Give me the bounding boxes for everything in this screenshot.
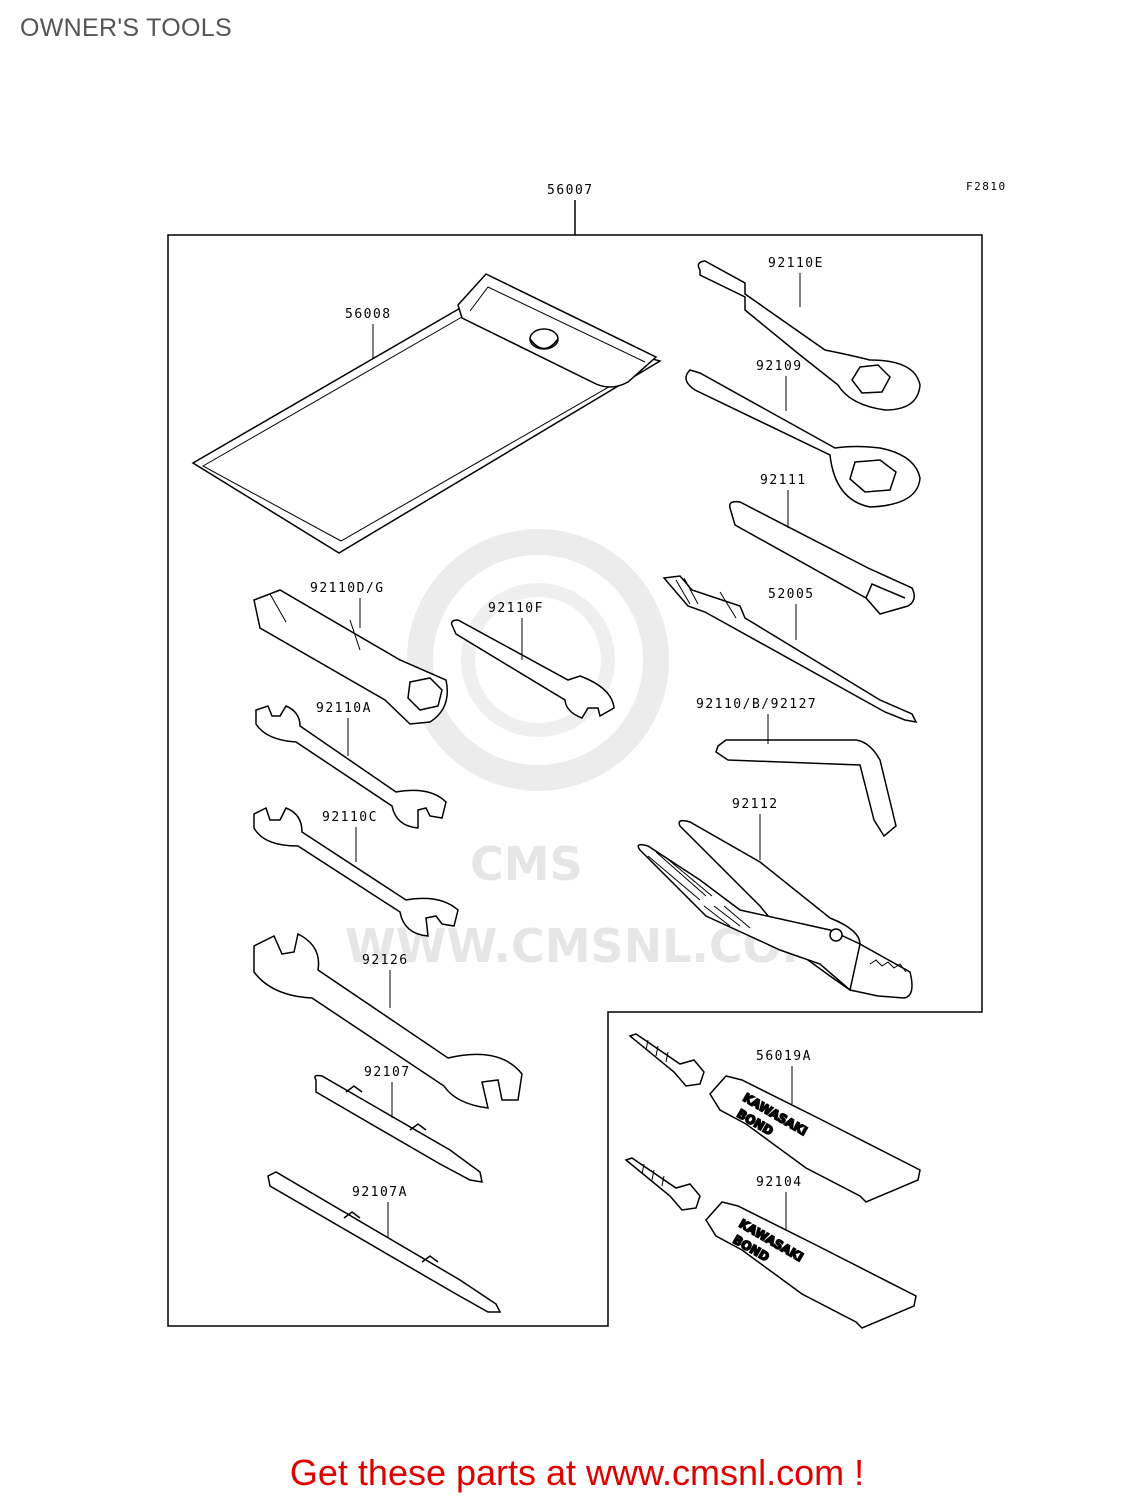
part-label-92107: 92107 (364, 1065, 411, 1080)
part-label-92112: 92112 (732, 797, 779, 812)
wrench-92110f (450, 619, 615, 719)
part-label-56008: 56008 (345, 307, 392, 322)
part-label-92110a: 92110A (316, 701, 372, 716)
watermark-logo-face (461, 583, 615, 737)
wrench-92110a (255, 705, 447, 829)
watermark-logo-circle (407, 529, 669, 791)
parts-diagram: CMS WWW.CMSNL.COM F2810 56007 56008 9211… (167, 180, 1007, 1329)
figure-code: F2810 (966, 180, 1007, 193)
part-label-92110e: 92110E (768, 256, 824, 271)
part-label-92109: 92109 (756, 359, 803, 374)
part-label-92104: 92104 (756, 1175, 803, 1190)
part-label-92110c: 92110C (322, 810, 378, 825)
wrench-92110c (253, 806, 459, 937)
wrench-92126 (253, 932, 523, 1109)
ring-wrench-e (697, 260, 921, 411)
footer-link-text[interactable]: Get these parts at www.cmsnl.com ! (289, 1452, 865, 1493)
page-title: OWNER'S TOOLS (20, 14, 232, 42)
screwdriver-92107 (314, 1074, 483, 1183)
part-label-92110b92127: 92110/B/92127 (696, 697, 817, 712)
part-label-56007: 56007 (547, 183, 594, 198)
part-label-92111: 92111 (760, 473, 807, 488)
tool-case (191, 273, 662, 554)
footer-banner[interactable]: Get these parts at www.cmsnl.com ! (0, 1452, 1146, 1494)
part-label-92110f: 92110F (488, 601, 544, 616)
spark-plug-tool (662, 575, 918, 724)
part-label-56019a: 56019A (756, 1049, 812, 1064)
kit-frame (167, 234, 983, 1327)
part-label-52005: 52005 (768, 587, 815, 602)
part-label-92110dg: 92110D/G (310, 581, 385, 596)
part-label-92107a: 92107A (352, 1185, 408, 1200)
watermark-logo: CMS (470, 837, 583, 891)
extension-bar (728, 500, 915, 615)
ring-wrench-92109 (685, 369, 921, 508)
screwdriver-92107a (267, 1171, 502, 1313)
socket-wrench (253, 589, 448, 725)
part-label-92126: 92126 (362, 953, 409, 968)
hex-key (715, 739, 897, 838)
pliers (637, 819, 913, 999)
